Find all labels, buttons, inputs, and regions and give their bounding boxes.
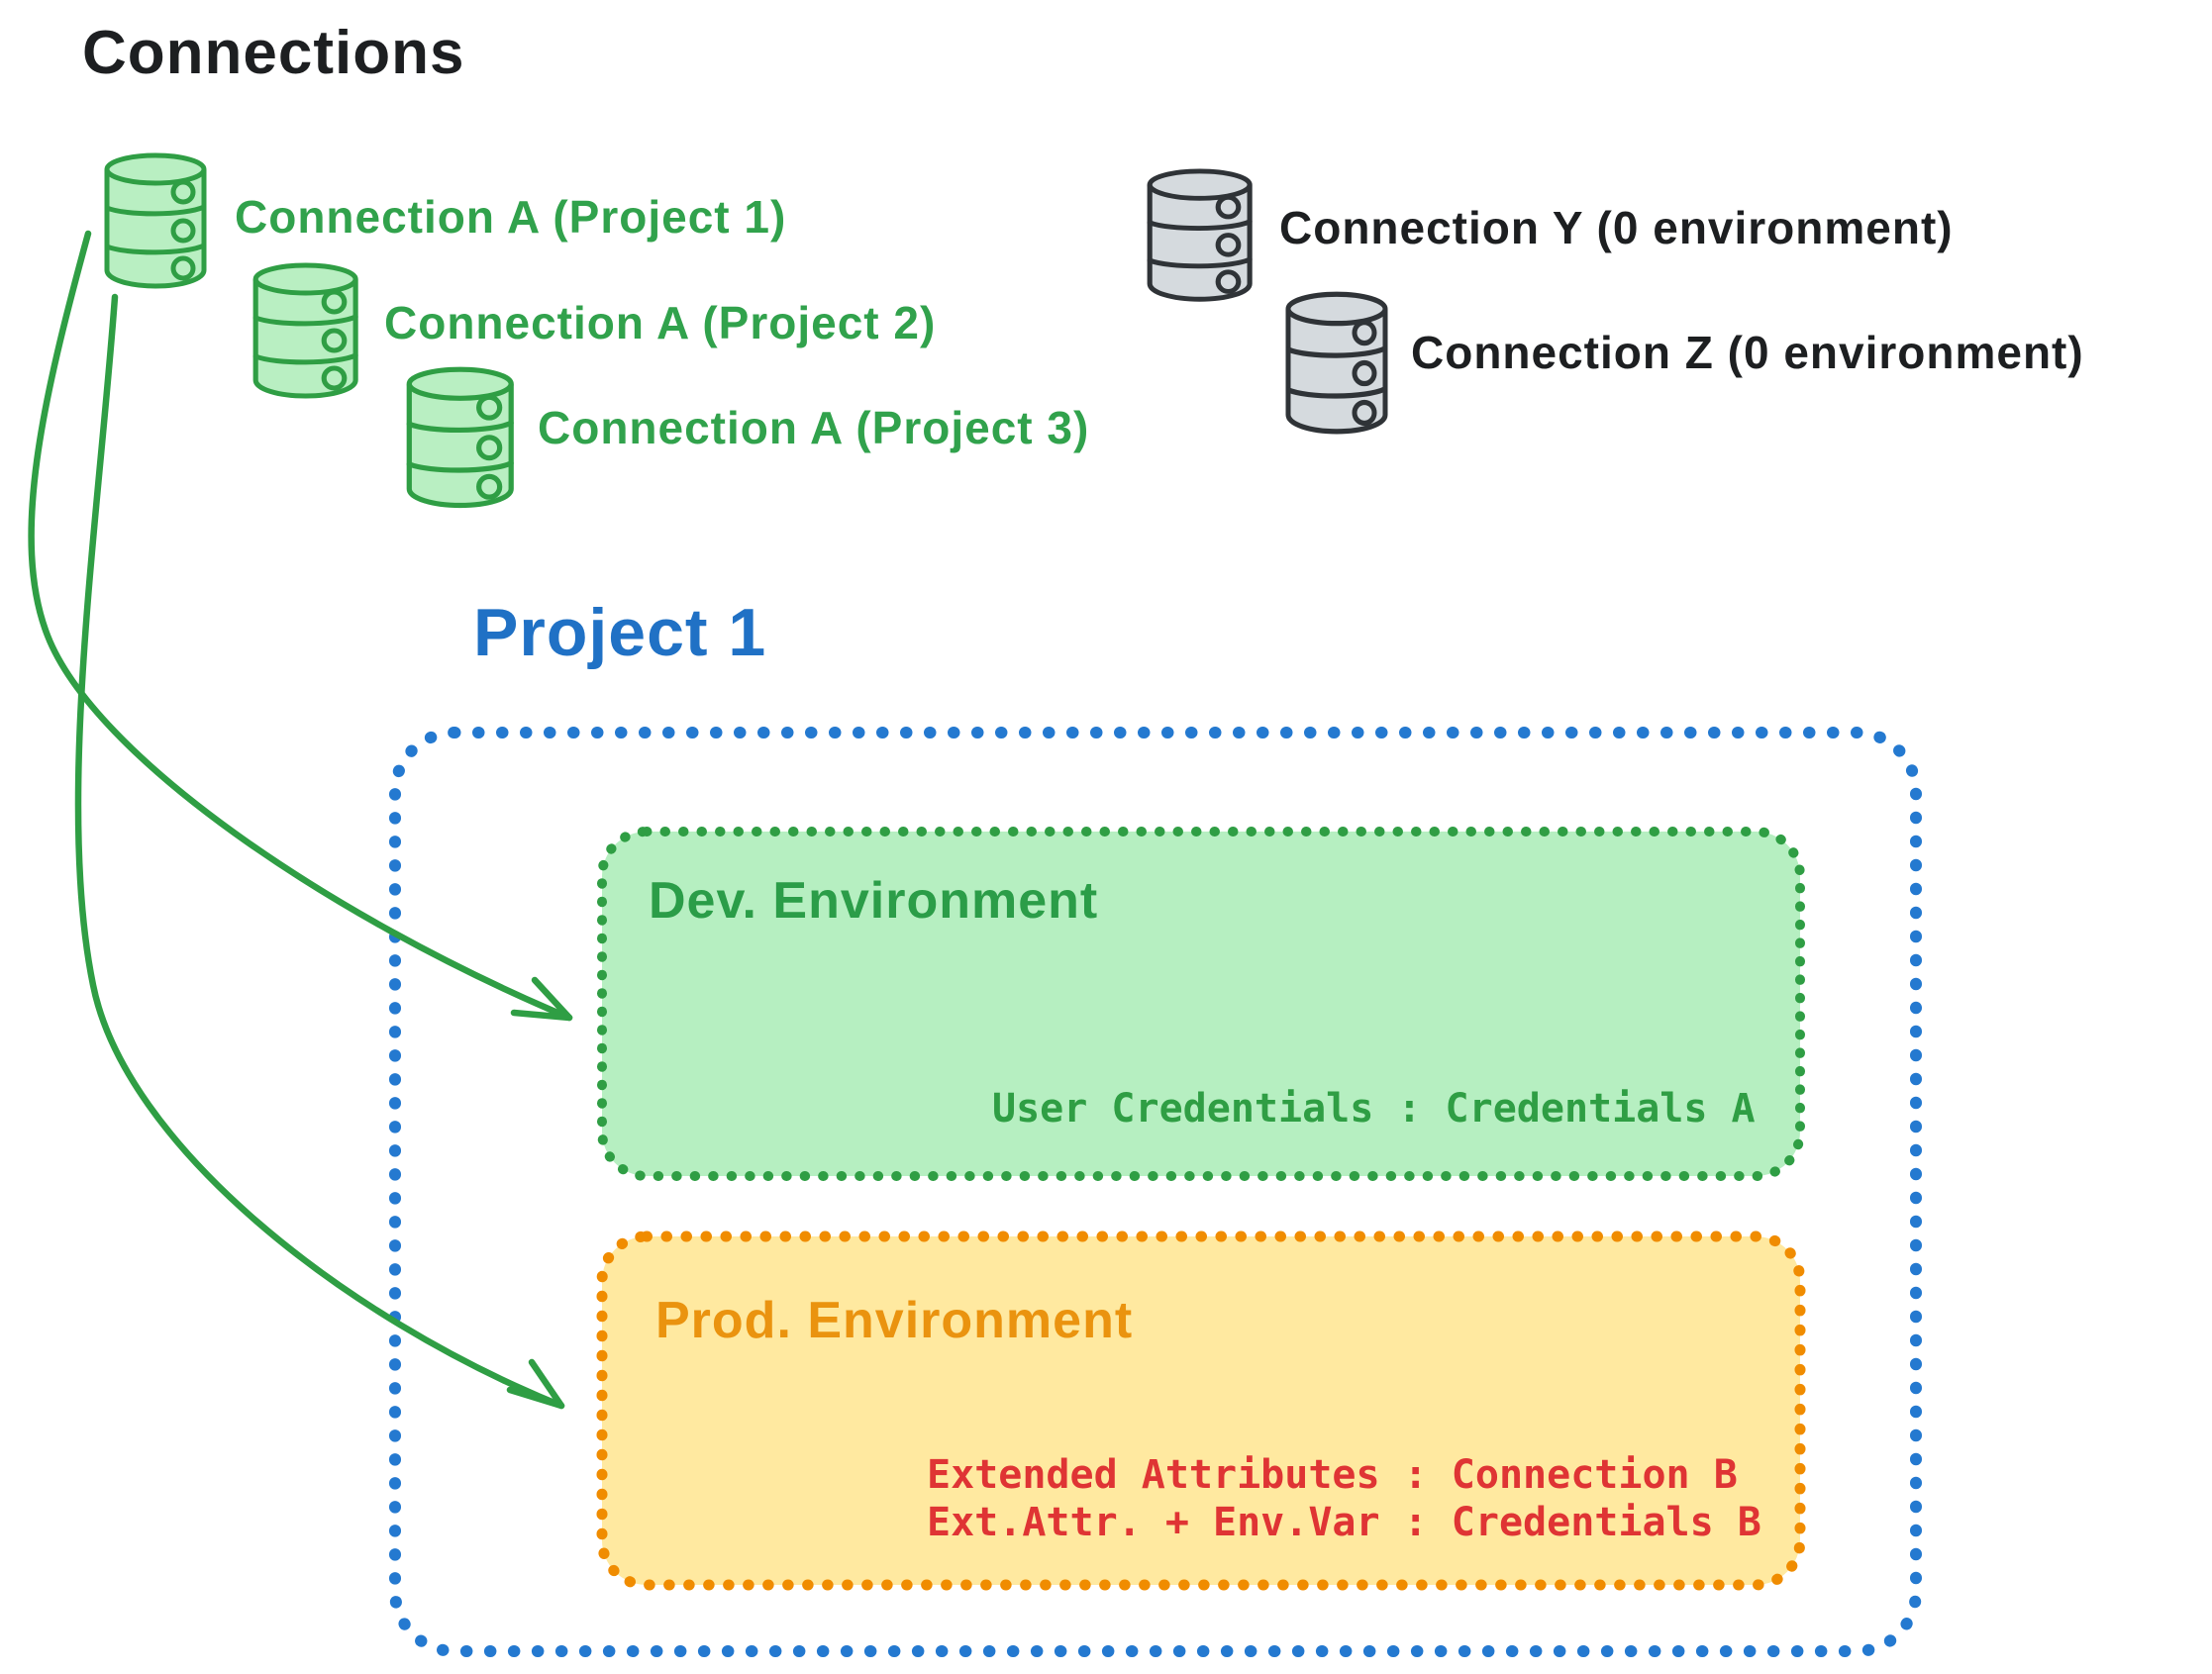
database-icon-connection-z bbox=[1288, 294, 1385, 432]
database-icon-connection-a2 bbox=[255, 265, 356, 396]
database-icon-connection-y bbox=[1150, 170, 1251, 300]
arrow-to-dev-environment bbox=[28, 230, 573, 1022]
project1-container-box bbox=[389, 727, 1922, 1657]
database-icon-connection-a1 bbox=[107, 155, 204, 286]
prod-environment-label: Prod. Environment bbox=[655, 1292, 1134, 1349]
diagram-title: Connections bbox=[82, 19, 465, 87]
database-icon-connection-a3 bbox=[409, 369, 512, 506]
connection-a-project3-label: Connection A (Project 3) bbox=[538, 402, 1090, 453]
connection-z-label: Connection Z (0 environment) bbox=[1411, 327, 2084, 378]
dev-environment-label: Dev. Environment bbox=[649, 872, 1099, 930]
project1-title: Project 1 bbox=[473, 595, 767, 670]
prod-environment-box bbox=[596, 1231, 1806, 1591]
dev-credentials-mapping: User Credentials : Credentials A bbox=[992, 1086, 1756, 1132]
dev-environment-box bbox=[597, 827, 1805, 1181]
connection-a-project1-label: Connection A (Project 1) bbox=[235, 191, 787, 243]
prod-credentials-mapping: Ext.Attr. + Env.Var : Credentials B bbox=[927, 1500, 1761, 1545]
connection-y-label: Connection Y (0 environment) bbox=[1279, 202, 1954, 253]
connection-a-project2-label: Connection A (Project 2) bbox=[384, 297, 937, 348]
prod-connection-mapping: Extended Attributes : Connection B bbox=[927, 1452, 1738, 1498]
arrow-to-prod-environment bbox=[74, 293, 565, 1410]
